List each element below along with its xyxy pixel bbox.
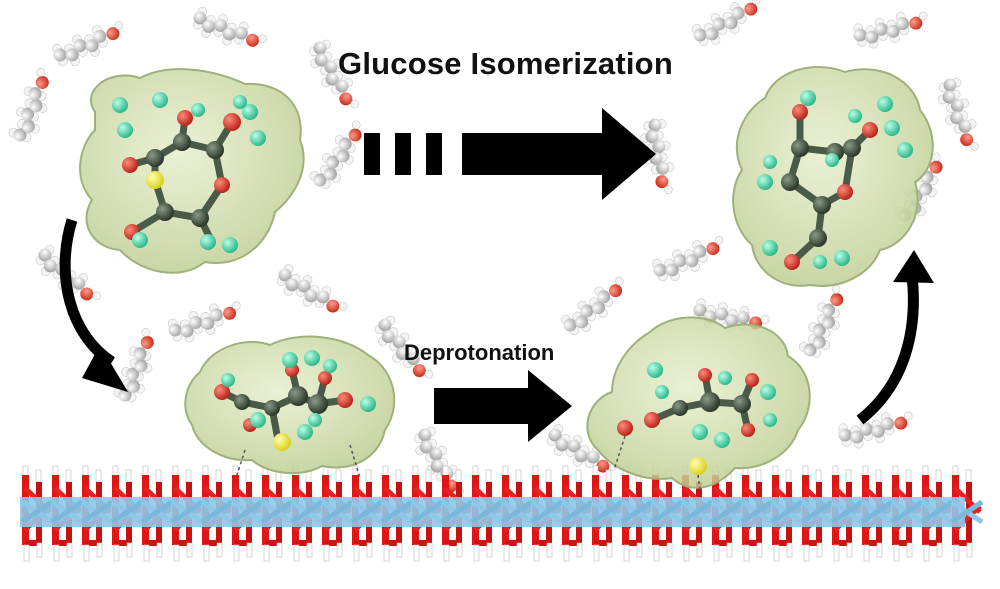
alcohol-solvent-icon [414, 426, 465, 496]
isomerization-arrow [364, 108, 656, 200]
surface-metal-lattice [20, 499, 984, 525]
glucose-molecule [79, 68, 305, 274]
alcohol-solvent-icon [374, 315, 434, 379]
alcohol-solvent-icon [937, 77, 979, 151]
alcohol-solvent-icon [309, 120, 362, 189]
deprotonation-label: Deprotonation [404, 340, 555, 365]
surface-metal-band [20, 497, 965, 527]
alcohol-solvent-icon [652, 235, 724, 282]
glucose-density-envelope [79, 68, 305, 274]
oxide-surface [20, 465, 984, 562]
surface-hydrogen-top-row [22, 465, 972, 483]
adsorbed-glucose-molecule [184, 335, 396, 479]
desorption-curved-arrow [856, 250, 934, 425]
alcohol-solvent-icon [546, 424, 618, 473]
alcohol-solvent-icon [853, 11, 928, 49]
dash-segment [395, 133, 411, 175]
alcohol-solvent-icon [560, 276, 624, 336]
intermediate-contact-lines [613, 435, 701, 491]
fructose-molecule [732, 66, 934, 287]
arrow-body [462, 108, 656, 200]
fructose-atoms [757, 90, 913, 270]
alcohol-solvent-icon [192, 6, 268, 47]
solvent-molecules [8, 0, 979, 496]
alcohol-solvent-icon [276, 264, 348, 313]
dash-segment [426, 133, 442, 175]
glucose-atoms [112, 92, 266, 253]
adsorption-curved-arrow [59, 218, 128, 392]
deprotonation-arrow [434, 370, 572, 442]
alcohol-solvent-icon [798, 285, 844, 358]
adsorbed-glucose-envelope [184, 335, 396, 475]
alcohol-solvent-icon [8, 67, 49, 143]
fructose-density-envelope [732, 66, 934, 287]
alcohol-solvent-icon [167, 301, 241, 343]
deprotonated-intermediate [586, 316, 811, 491]
alcohol-solvent-icon [52, 20, 124, 67]
alcohol-solvent-icon [113, 327, 154, 403]
adsorption-contact-lines [235, 444, 361, 479]
alcohol-solvent-icon [640, 118, 675, 194]
dash-segment [364, 133, 380, 175]
intermediate-atoms [617, 362, 777, 475]
alcohol-solvent-icon [838, 411, 913, 449]
alcohol-solvent-icon [691, 0, 761, 46]
adsorbed-glucose-atoms [214, 350, 376, 451]
title-label: Glucose Isomerization [338, 46, 673, 81]
surface-hydrogen-bottom-row [23, 542, 973, 562]
alcohol-solvent-icon [309, 39, 360, 109]
